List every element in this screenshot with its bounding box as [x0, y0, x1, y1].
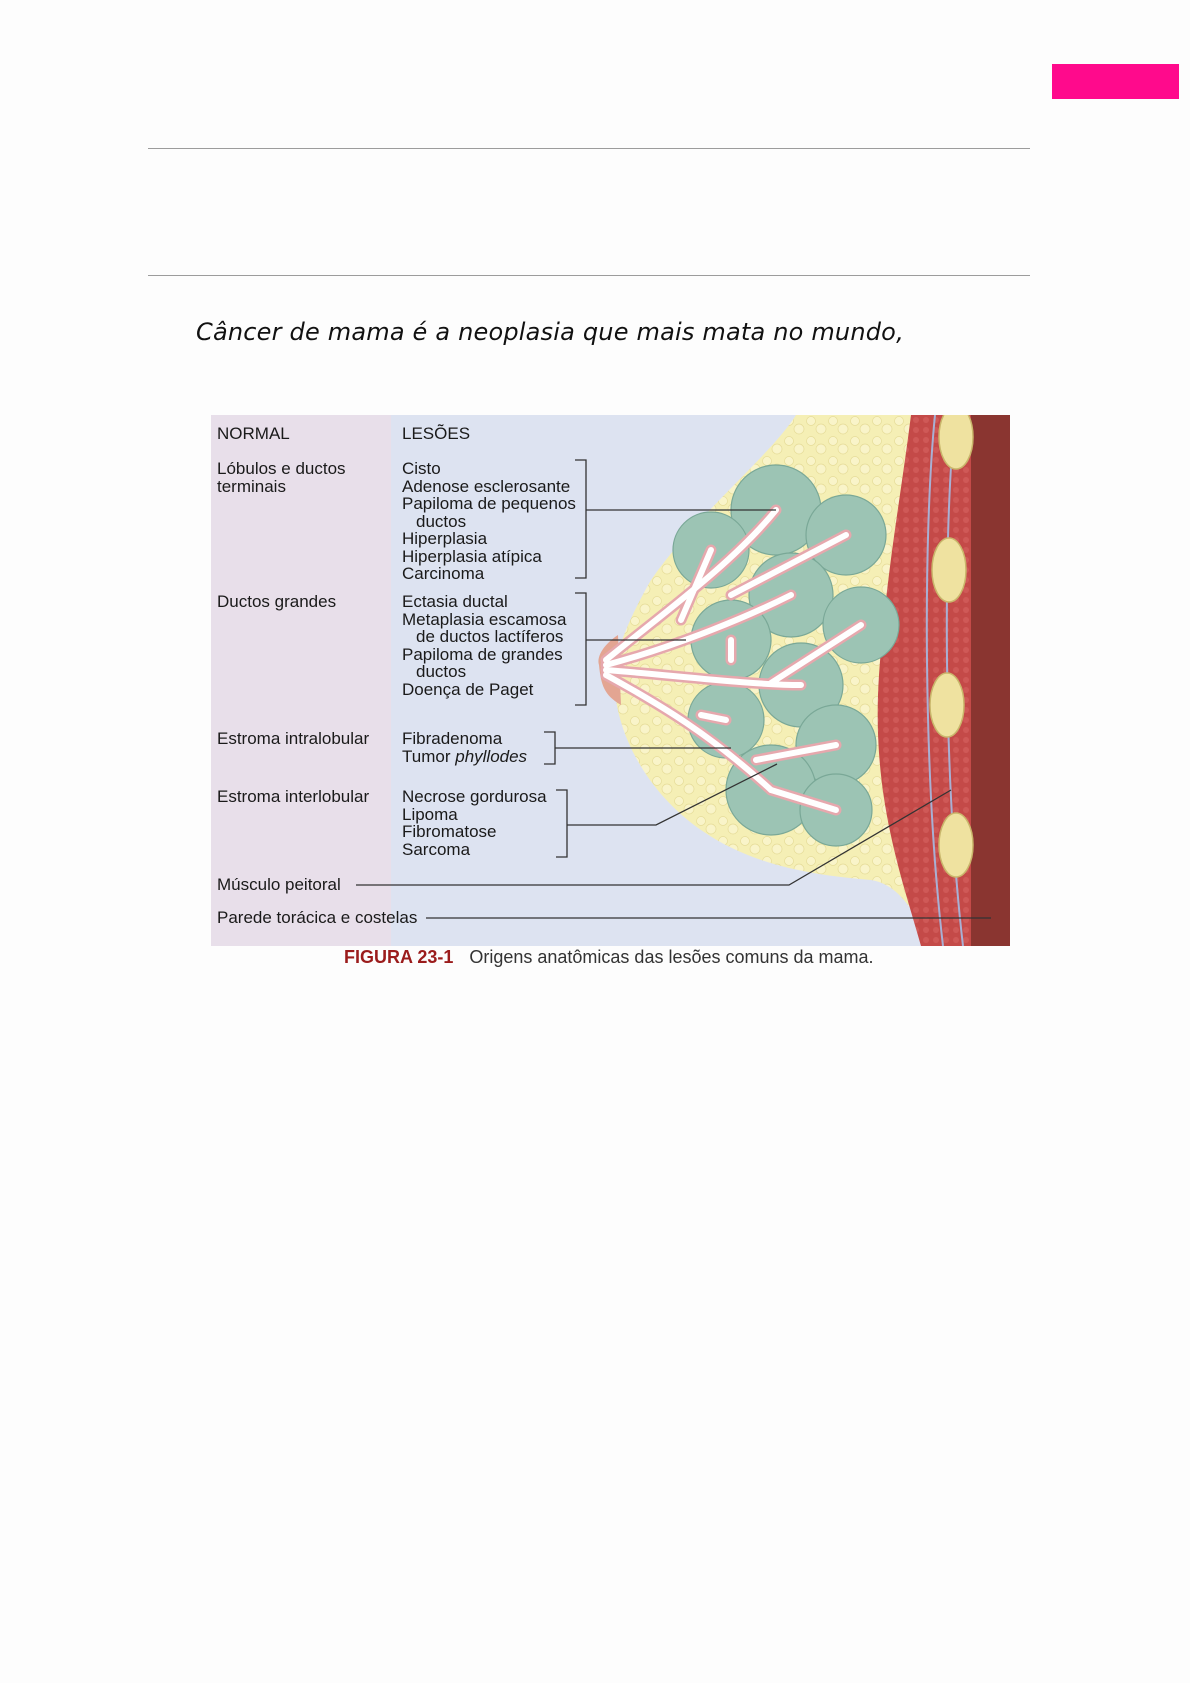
normal-label-large-ducts: Ductos grandes — [217, 593, 336, 611]
normal-label-interlobular: Estroma interlobular — [217, 788, 369, 806]
normal-label-lobules: Lóbulos e ductos terminais — [217, 460, 346, 495]
figure-number: FIGURA 23-1 — [344, 947, 453, 967]
title-rule — [148, 275, 1030, 276]
rib-4 — [939, 813, 973, 877]
breast-anatomy-figure: NORMAL LESÕES Lóbulos e ductos terminais… — [211, 415, 1010, 946]
figure-caption-text: Origens anatômicas das lesões comuns da … — [469, 947, 873, 967]
section-color-tab — [1052, 64, 1179, 99]
rib-1 — [939, 415, 973, 469]
header-lesions: LESÕES — [402, 425, 470, 443]
lesions-list-large-ducts: Ectasia ductal Metaplasia escamosa de du… — [402, 593, 566, 698]
chest-wall — [971, 415, 1010, 946]
top-rule — [148, 148, 1030, 149]
handwritten-note: Câncer de mama é a neoplasia que mais ma… — [196, 318, 904, 346]
chest-wall-label: Parede torácica e costelas — [217, 909, 417, 927]
lesions-list-intralobular: Fibradenoma Tumor phyllodes — [402, 730, 527, 765]
lesions-list-lobules: Cisto Adenose esclerosante Papiloma de p… — [402, 460, 576, 583]
header-normal: NORMAL — [217, 425, 290, 443]
rib-2 — [932, 538, 966, 602]
rib-3 — [930, 673, 964, 737]
muscle-label: Músculo peitoral — [217, 876, 341, 894]
normal-label-intralobular: Estroma intralobular — [217, 730, 369, 748]
lesions-list-interlobular: Necrose gordurosa Lipoma Fibromatose Sar… — [402, 788, 547, 858]
figure-caption: FIGURA 23-1 Origens anatômicas das lesões… — [344, 947, 874, 968]
